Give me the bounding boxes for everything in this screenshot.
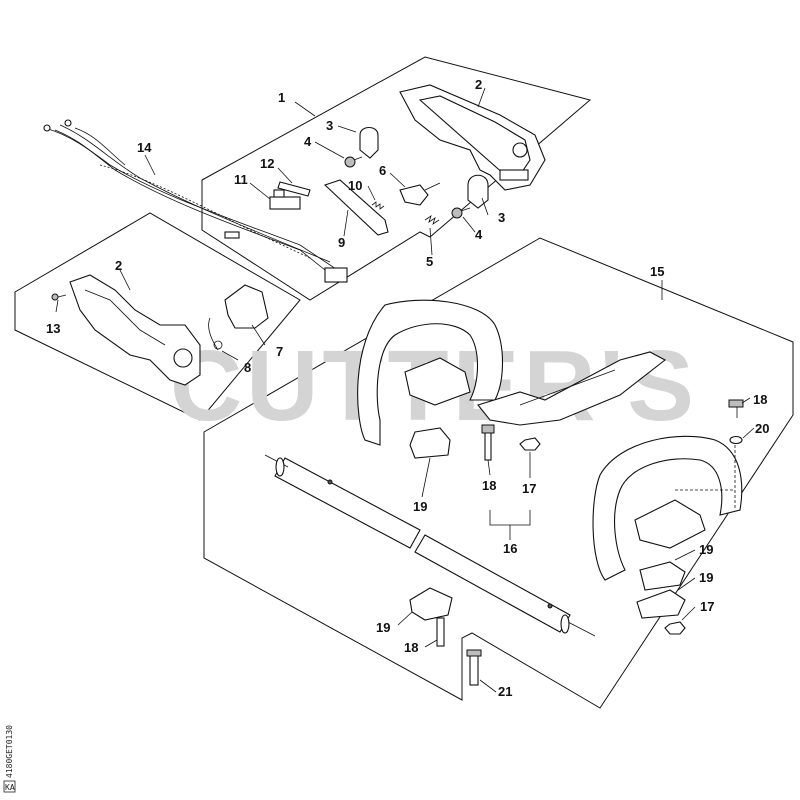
callout-11: 11	[234, 172, 248, 187]
callout-7: 7	[276, 344, 283, 359]
spring-part-8	[208, 317, 223, 351]
handle-housing-lower-part	[69, 274, 201, 386]
spring-part-5	[424, 215, 440, 225]
switch-part	[269, 189, 301, 210]
screw-part-lower	[451, 207, 471, 219]
callout-17-middle: 17	[522, 481, 536, 496]
callout-6: 6	[379, 163, 386, 178]
callout-2-lower: 2	[115, 258, 122, 273]
callout-19-shaft: 19	[376, 620, 390, 635]
clamp-part-upper	[359, 126, 379, 159]
callout-20: 20	[755, 421, 769, 436]
callout-1: 1	[278, 90, 285, 105]
callout-4-lower: 4	[475, 227, 483, 242]
bike-handle-left-part	[357, 299, 503, 459]
callout-3-lower: 3	[498, 210, 505, 225]
contact-spring-part	[277, 181, 311, 197]
callout-5: 5	[426, 254, 433, 269]
control-handle-part	[477, 351, 667, 426]
bolt-part-21	[466, 649, 482, 686]
callout-10: 10	[348, 178, 362, 193]
bolt-part-18-bottom	[436, 617, 445, 647]
callout-18-right: 18	[753, 392, 767, 407]
screw-part-13	[51, 293, 67, 301]
throttle-lever-part	[224, 284, 269, 329]
corner-mark: KA	[5, 783, 15, 792]
drive-shaft-part	[264, 454, 596, 637]
bolt-part-18-right	[728, 399, 744, 418]
drawing-code: 4180GET0130	[5, 725, 14, 778]
callout-13: 13	[46, 321, 60, 336]
spring-part-10	[371, 201, 385, 210]
callout-16: 16	[503, 541, 517, 556]
callout-18-middle: 18	[482, 478, 496, 493]
corner-mark-box	[3, 780, 16, 793]
nut-part-17-right	[664, 621, 686, 635]
callout-18-bottom: 18	[404, 640, 418, 655]
lever-part	[399, 182, 441, 206]
screw-part-upper	[344, 156, 363, 168]
nut-part-17-middle	[519, 437, 541, 451]
throttle-cable-part	[43, 119, 348, 283]
throttle-trigger-part	[323, 179, 389, 236]
callout-21: 21	[498, 684, 512, 699]
washer-part-20	[729, 435, 743, 445]
callout-19-right-b: 19	[699, 570, 713, 585]
handle-housing-upper-part	[399, 84, 546, 191]
callouts: 1 2 3 4 6 10 12 11 9 5 3 4 14 2 13 7 8 1…	[46, 77, 769, 699]
callout-4-upper: 4	[304, 134, 312, 149]
callout-19-left-handle: 19	[413, 499, 427, 514]
callout-19-right-a: 19	[699, 542, 713, 557]
callout-15: 15	[650, 264, 664, 279]
bike-handle-right-part	[592, 435, 743, 619]
callout-2-upper: 2	[475, 77, 482, 92]
callout-17-right: 17	[700, 599, 714, 614]
callout-8: 8	[244, 360, 251, 375]
callout-9: 9	[338, 235, 345, 250]
leader-lines	[55, 87, 755, 693]
callout-3-upper: 3	[326, 118, 333, 133]
clamp-part-lower	[467, 174, 489, 209]
callout-12: 12	[260, 156, 274, 171]
callout-14: 14	[137, 140, 152, 155]
assembly-frame-handle	[14, 212, 301, 421]
